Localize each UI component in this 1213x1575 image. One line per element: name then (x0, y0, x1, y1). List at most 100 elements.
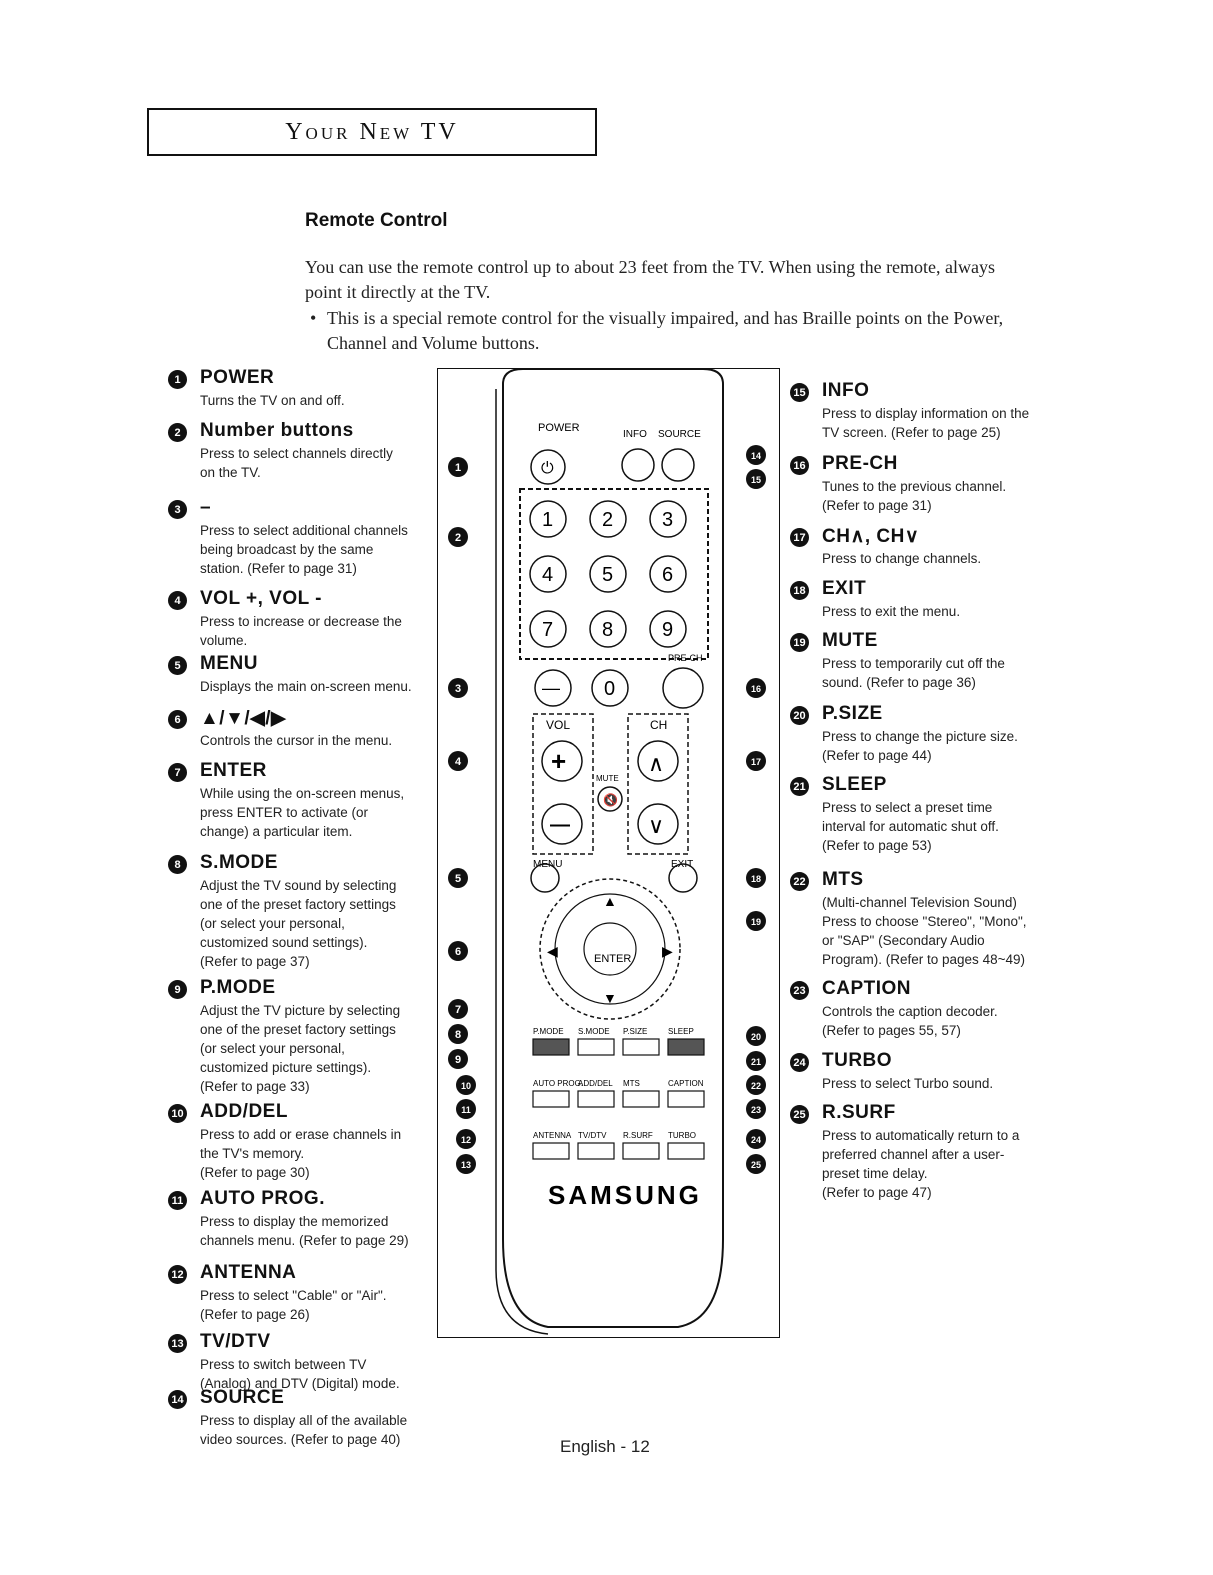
psize-label: P.SIZE (623, 1027, 647, 1036)
digit-button[interactable] (591, 669, 629, 707)
button-function: Press to change channels. (822, 549, 981, 568)
dpad-ring (539, 878, 681, 1020)
callout-number: 17 (751, 757, 761, 767)
button-name: ▲/▼/◀/▶ (200, 708, 287, 729)
description-line: (Refer to page 33) (200, 1079, 310, 1094)
menu-button[interactable] (530, 863, 560, 893)
mute-label: MUTE (596, 774, 619, 783)
button-name: MENU (200, 653, 258, 674)
description-line: one of the preset factory settings (200, 897, 396, 912)
description-line: (Refer to pages 55, 57) (822, 1023, 961, 1038)
digit-button[interactable] (529, 500, 567, 538)
button-name: INFO (822, 380, 870, 401)
description-line: station. (Refer to page 31) (200, 561, 357, 576)
rsurf-button[interactable] (622, 1142, 660, 1160)
description-line: (Analog) and DTV (Digital) mode. (200, 1376, 400, 1391)
description-line: press ENTER to activate (or (200, 805, 369, 820)
description-line: (Refer to page 30) (200, 1165, 310, 1180)
adddel-button[interactable] (577, 1090, 615, 1108)
button-function: (Multi-channel Television Sound)Press to… (822, 893, 1027, 969)
button-function: Turns the TV on and off. (200, 391, 345, 410)
description-line: (Refer to page 44) (822, 748, 932, 763)
digit-button[interactable] (649, 610, 687, 648)
antenna-button[interactable] (532, 1142, 570, 1160)
callout-number: 2 (168, 423, 187, 442)
caption-button[interactable] (667, 1090, 705, 1108)
description-line: Press to exit the menu. (822, 604, 961, 619)
callout-number: 21 (790, 777, 809, 796)
prech-button[interactable] (662, 667, 704, 709)
ch-up-button[interactable] (637, 740, 679, 782)
description-line: sound. (Refer to page 36) (822, 675, 976, 690)
mts-button[interactable] (622, 1090, 660, 1108)
enter-button[interactable] (583, 922, 637, 976)
digit-button[interactable] (529, 610, 567, 648)
description-line: (Refer to page 26) (200, 1307, 310, 1322)
dpad[interactable] (554, 893, 666, 1005)
right-arrow-icon[interactable]: ▶ (662, 943, 673, 959)
description-line: Displays the main on-screen menu. (200, 679, 412, 694)
button-function: Press to exit the menu. (822, 602, 960, 621)
callout-number: 24 (751, 1135, 761, 1145)
callout-number: 15 (751, 475, 761, 485)
digit-button[interactable] (589, 500, 627, 538)
digit-button[interactable] (649, 555, 687, 593)
power-button[interactable] (530, 449, 566, 485)
smode-button[interactable] (577, 1038, 615, 1056)
callout-number: 22 (751, 1081, 761, 1091)
button-name: AUTO PROG. (200, 1188, 325, 1209)
description-line: Press to automatically return to a (822, 1128, 1020, 1143)
tvdtv-button[interactable] (577, 1142, 615, 1160)
callout-number: 6 (455, 946, 461, 958)
callout-number: 10 (461, 1081, 471, 1091)
digit-button[interactable] (649, 500, 687, 538)
callout-number: 13 (168, 1334, 187, 1353)
digit-button[interactable] (589, 555, 627, 593)
source-button[interactable] (661, 448, 695, 482)
vol-up-button[interactable] (541, 740, 583, 782)
callout-number: 3 (455, 683, 461, 695)
remote-side-edge (495, 389, 549, 1335)
down-arrow-icon[interactable]: ▼ (603, 990, 617, 1006)
up-arrow-icon[interactable]: ▲ (603, 893, 617, 909)
ch-down-button[interactable] (637, 803, 679, 845)
chapter-title: Your New TV (285, 118, 459, 145)
vol-group-border (532, 713, 594, 855)
callout-number: 4 (455, 756, 462, 768)
callout-number: 9 (168, 980, 187, 999)
info-button[interactable] (621, 448, 655, 482)
left-arrow-icon[interactable]: ◀ (547, 943, 558, 959)
description-line: Press to switch between TV (200, 1357, 367, 1372)
digit-button[interactable] (589, 610, 627, 648)
callout-number: 20 (790, 706, 809, 725)
exit-button[interactable] (668, 863, 698, 893)
pmode-button[interactable] (532, 1038, 570, 1056)
dash-button[interactable] (534, 669, 572, 707)
callout-number: 7 (455, 1004, 461, 1016)
digit-label: 7 (542, 619, 553, 641)
button-name: Number buttons (200, 420, 354, 441)
pmode-label: P.MODE (533, 1027, 564, 1036)
callout-dot (746, 911, 766, 931)
digit-label: 5 (602, 564, 613, 586)
autoprog-button[interactable] (532, 1090, 570, 1108)
callout-number: 23 (790, 981, 809, 1000)
description-line: Press to increase or decrease the (200, 614, 402, 629)
turbo-button[interactable] (667, 1142, 705, 1160)
callout-dot (746, 1154, 766, 1174)
mute-button[interactable] (597, 786, 623, 812)
digit-button[interactable] (529, 555, 567, 593)
turbo-label: TURBO (668, 1131, 696, 1140)
psize-button[interactable] (622, 1038, 660, 1056)
vol-down-button[interactable] (541, 803, 583, 845)
callout-dot (456, 1129, 476, 1149)
callout-dot (746, 1051, 766, 1071)
sleep-button[interactable] (667, 1038, 705, 1056)
callout-number: 11 (168, 1191, 187, 1210)
description-line: one of the preset factory settings (200, 1022, 396, 1037)
